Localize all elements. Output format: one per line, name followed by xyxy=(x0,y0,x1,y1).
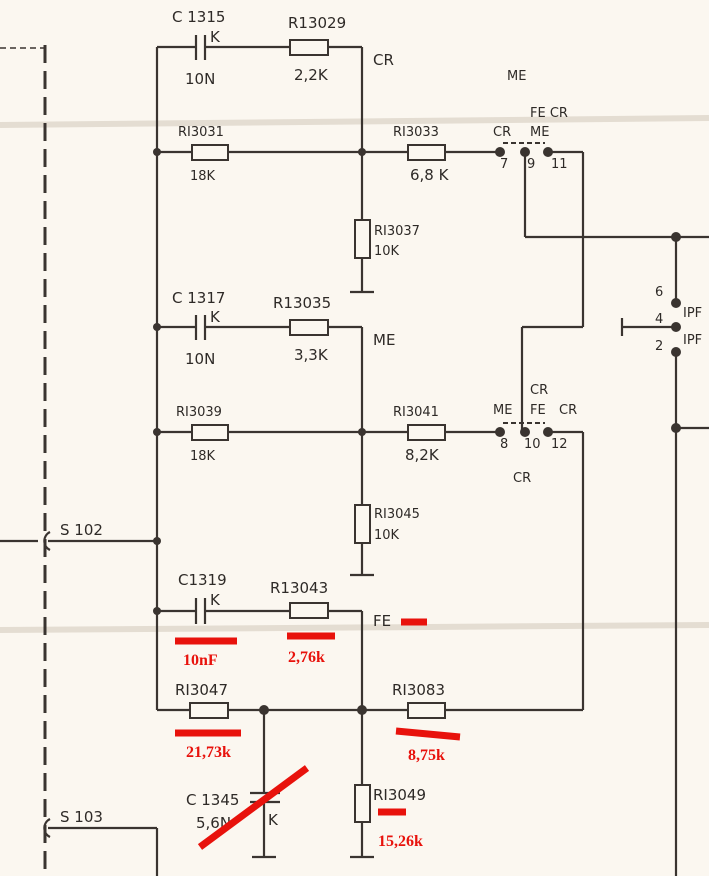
components-r13045-ref-label: RI3045 xyxy=(374,507,420,522)
components-r13045-value-label: 10K xyxy=(374,528,400,543)
mode_labels-ipf2-label: IPF xyxy=(683,333,702,348)
mode_labels-top_me-label: ME xyxy=(507,69,526,84)
pins-p6-label: 6 xyxy=(655,285,663,300)
components-r13049-ref-label: RI3049 xyxy=(373,786,426,804)
resistor-r13033 xyxy=(407,144,446,161)
paper-fold xyxy=(0,115,709,128)
components-r13035-ref-label: R13035 xyxy=(273,294,331,312)
components-r13041-value-label: 8,2K xyxy=(405,446,440,464)
resistor-r13029 xyxy=(289,39,329,56)
resistor-r13049 xyxy=(354,784,371,823)
resistor-r13083 xyxy=(407,702,446,719)
mode_labels-row1-label: CR xyxy=(373,51,394,69)
wire xyxy=(395,727,461,741)
junction-node xyxy=(358,428,366,436)
mode_labels-row3-label: ME xyxy=(373,331,395,349)
components-c1317-ref-label: C 1317 xyxy=(172,289,225,307)
components-r13041-ref-label: RI3041 xyxy=(393,405,439,420)
resistor-r13043 xyxy=(289,602,329,619)
inputs-s102-label: S 102 xyxy=(60,521,103,539)
components-r13031-value-label: 18K xyxy=(190,169,216,184)
c1315-ref: C 1315 xyxy=(172,8,225,26)
inputs-s103-label: S 103 xyxy=(60,808,103,826)
mode_labels-ipf1-label: IPF xyxy=(683,306,702,321)
paper-fold xyxy=(0,622,709,633)
pins-p11-label: 11 xyxy=(551,157,568,172)
resistor-r13045 xyxy=(354,504,371,544)
mode_labels-sw1_7-label: CR xyxy=(493,125,511,140)
pins-p10-label: 10 xyxy=(524,437,541,452)
resistor-r13047 xyxy=(189,702,229,719)
components-r13035-value-label: 3,3K xyxy=(294,346,329,364)
components-c1319-ref-label: C1319 xyxy=(178,571,227,589)
junction-node xyxy=(520,427,530,437)
annotation-c1319: 10nF xyxy=(183,652,218,669)
connector-s103 xyxy=(43,818,51,838)
mode-switch-2 xyxy=(495,422,583,437)
mode_labels-sw2_12-label: CR xyxy=(559,403,577,418)
mode_labels-sw2_10-label: FE xyxy=(530,403,546,418)
resistor-r13035 xyxy=(289,319,329,336)
components-r13037-ref-label: RI3037 xyxy=(374,224,420,239)
mode_labels-sw2_bottom-label: CR xyxy=(513,471,531,486)
resistor-r13037 xyxy=(354,219,371,259)
junction-node xyxy=(495,427,505,437)
components-c1345-ref-label: C 1345 xyxy=(186,791,239,809)
resistor-r13041 xyxy=(407,424,446,441)
components-c1345-type-label: K xyxy=(268,811,279,829)
annotation-r13049: 15,26k xyxy=(378,833,423,850)
resistor-r13031 xyxy=(191,144,229,161)
components-r13029-value-label: 2,2K xyxy=(294,66,329,84)
resistor-r13039 xyxy=(191,424,229,441)
components-c1317-type-label: K xyxy=(210,308,221,326)
mode_labels-sw2_top-label: CR xyxy=(530,383,548,398)
junction-node xyxy=(495,147,505,157)
components-r13043-ref-label: R13043 xyxy=(270,579,328,597)
pins-p9-label: 9 xyxy=(527,157,535,172)
mode_labels-sw2_8-label: ME xyxy=(493,403,512,418)
components-r13039-ref-label: RI3039 xyxy=(176,405,222,420)
components-c1319-type-label: K xyxy=(210,591,221,609)
components-r13033-value-label: 6,8 K xyxy=(410,166,450,184)
pins-p12-label: 12 xyxy=(551,437,568,452)
components-r13029-ref-label: R13029 xyxy=(288,14,346,32)
components-r13047-ref-label: RI3047 xyxy=(175,681,228,699)
ipf-switch xyxy=(620,232,709,876)
components-c1317-value-label: 10N xyxy=(185,350,215,368)
annotation-r13043: 2,76k xyxy=(288,649,325,666)
junction-node xyxy=(357,705,367,715)
pins-p2-label: 2 xyxy=(655,339,663,354)
annotation-r13047: 21,73k xyxy=(186,744,231,761)
mode_labels-row5-label: FE xyxy=(373,612,391,630)
components-r13083-ref-label: RI3083 xyxy=(392,681,445,699)
pins-p4-label: 4 xyxy=(655,312,663,327)
junction-node xyxy=(153,537,161,545)
connector-s102 xyxy=(43,531,51,551)
pins-p7-label: 7 xyxy=(500,157,508,172)
pins-p8-label: 8 xyxy=(500,437,508,452)
components-r13039-value-label: 18K xyxy=(190,449,216,464)
components-c1315-value-label: 10N xyxy=(185,70,215,88)
components-c1315-type-label: K xyxy=(210,28,221,46)
mode_labels-sw1_top-label: FE CR xyxy=(530,106,568,121)
annotation-r13083: 8,75k xyxy=(408,747,445,764)
junction-node xyxy=(671,298,681,308)
mode_labels-sw1_9-label: ME xyxy=(530,125,549,140)
components-r13037-value-label: 10K xyxy=(374,244,400,259)
components-r13033-ref-label: RI3033 xyxy=(393,125,439,140)
annotation-remove-c1345 xyxy=(197,765,310,850)
components-r13031-ref-label: RI3031 xyxy=(178,125,224,140)
junction-node xyxy=(358,148,366,156)
